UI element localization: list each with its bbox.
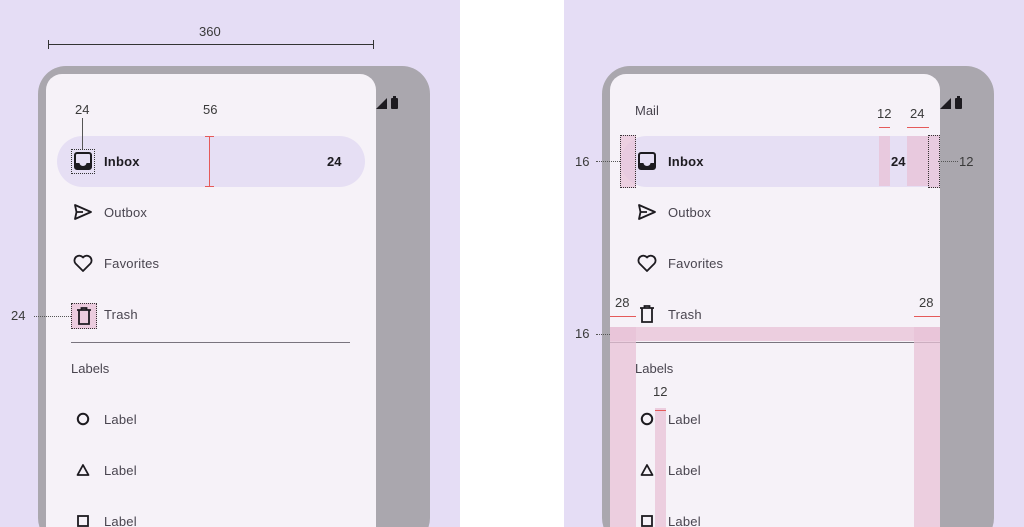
badge-gap-highlight [879,136,890,186]
divider-spacing-highlight [610,327,940,341]
send-icon [71,200,95,224]
nav-item-badge: 24 [327,154,342,169]
label-item-text: Label [668,514,701,527]
nav-item-label: Trash [668,307,702,322]
label-item[interactable]: Label [621,496,929,527]
left-inset-annotation: 28 [615,295,630,310]
left-padding-annotation: 16 [575,154,590,169]
label-item-text: Label [104,463,137,478]
item-height-line [209,136,210,187]
badge-width-highlight [907,136,929,186]
label-item[interactable]: Label [621,394,929,445]
signal-icon [940,98,951,109]
nav-item-badge: 24 [891,154,906,169]
label-item[interactable]: Label [621,445,929,496]
left-inset-highlight [610,327,636,527]
square-icon [71,509,95,527]
item-height-tick-top [205,136,214,137]
label-item-text: Label [668,463,701,478]
nav-item-inbox[interactable]: Inbox 24 [621,136,940,187]
label-item-text: Label [104,514,137,527]
square-icon [635,509,659,527]
section-header-labels: Labels [635,361,674,376]
left-padding-highlight [620,135,636,188]
triangle-icon [635,458,659,482]
section-divider [71,342,350,343]
navigation-drawer: Inbox 24 Outbox Favorites Trash Labels [46,74,376,527]
icon-size-leader [82,118,83,149]
nav-item-inbox[interactable]: Inbox 24 [57,136,365,187]
heart-icon [71,251,95,275]
left-inset-measure [610,316,636,317]
left-padding-leader [596,161,620,162]
nav-item-outbox[interactable]: Outbox [621,187,929,238]
divider-spacing-leader [596,334,610,335]
label-item[interactable]: Label [57,496,365,527]
width-measure-tick-right [373,40,374,49]
nav-item-label: Outbox [104,205,148,220]
label-item-text: Label [104,412,137,427]
nav-item-trash[interactable]: Trash [621,289,929,340]
nav-item-favorites[interactable]: Favorites [57,238,365,289]
badge-gap-measure [879,127,890,128]
width-measure-line [48,44,374,45]
circle-icon [635,407,659,431]
battery-icon [391,96,398,109]
battery-icon [955,96,962,109]
icon-size-highlight [71,149,95,174]
label-item[interactable]: Label [57,394,365,445]
nav-item-favorites[interactable]: Favorites [621,238,929,289]
nav-item-label: Trash [104,307,138,322]
nav-item-label: Outbox [668,205,712,220]
right-padding-annotation: 12 [959,154,974,169]
badge-width-annotation: 24 [910,106,925,121]
nav-item-label: Inbox [104,154,140,169]
nav-item-label: Inbox [668,154,704,169]
trash-icon [635,302,659,326]
badge-width-measure [907,127,929,128]
nav-item-outbox[interactable]: Outbox [57,187,365,238]
drawer-headline: Mail [635,103,659,118]
triangle-icon [71,458,95,482]
width-annotation: 360 [199,24,221,39]
width-measure-tick-left [48,40,49,49]
icon-gap-highlight [655,408,666,527]
icon-size-annotation: 24 [75,102,90,117]
send-icon [635,200,659,224]
right-inset-measure [914,316,940,317]
section-header-labels: Labels [71,361,110,376]
nav-item-label: Favorites [668,256,724,271]
right-padding-leader [938,161,958,162]
divider-spacing-annotation: 16 [575,326,590,341]
right-spec-panel: Mail Inbox 24 Outbox Favorites Trash [564,0,1024,527]
trash-icon [71,303,97,329]
nav-item-trash[interactable]: Trash [57,289,365,340]
label-item[interactable]: Label [57,445,365,496]
trash-icon-leader [34,316,71,317]
icon-gap-measure [655,410,666,411]
signal-icon [376,98,387,109]
section-divider [610,342,940,343]
status-bar-icons [940,96,962,109]
badge-gap-annotation: 12 [877,106,892,121]
heart-icon [635,251,659,275]
item-height-annotation: 56 [203,102,218,117]
left-spec-panel: 360 Inbox 24 Outbox Favorites [0,0,460,527]
item-height-tick-bottom [205,186,214,187]
trash-icon-annotation: 24 [11,308,26,323]
inbox-icon [71,149,95,173]
circle-icon [71,407,95,431]
label-item-text: Label [668,412,701,427]
right-inset-annotation: 28 [919,295,934,310]
status-bar-icons [376,96,398,109]
inbox-icon [635,149,659,173]
right-inset-highlight [914,327,940,527]
nav-item-label: Favorites [104,256,160,271]
icon-gap-annotation: 12 [653,384,668,399]
